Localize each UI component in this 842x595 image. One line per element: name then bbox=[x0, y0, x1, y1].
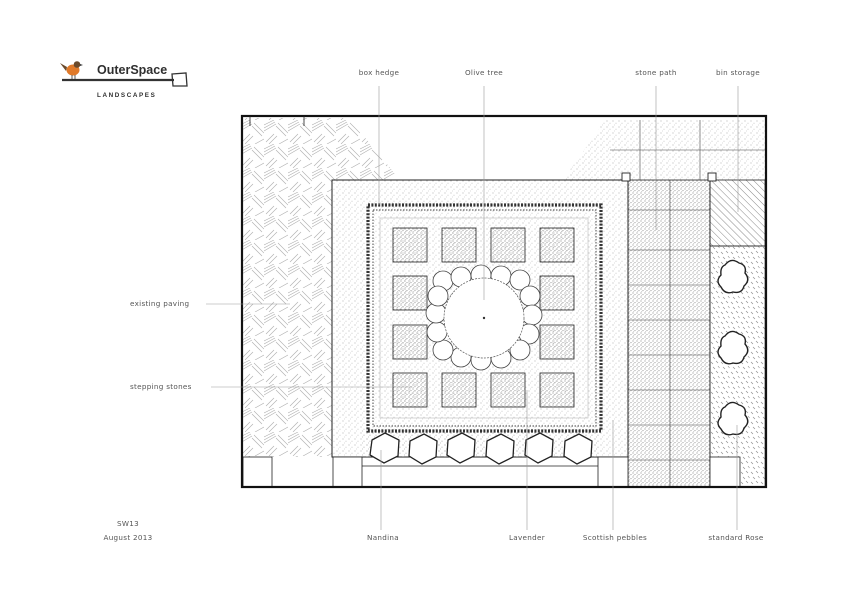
olive-tree bbox=[425, 264, 543, 371]
stepping-stone bbox=[392, 324, 428, 360]
rose-icon bbox=[717, 259, 749, 294]
nandina-shrub bbox=[524, 432, 554, 464]
label-box-hedge: box hedge bbox=[359, 68, 400, 77]
stepping-stone bbox=[441, 372, 477, 408]
robin-icon bbox=[60, 61, 83, 79]
spade-icon bbox=[62, 72, 188, 87]
stone-path-strip bbox=[627, 179, 711, 488]
existing-paving-area bbox=[243, 118, 400, 457]
label-nandina: Nandina bbox=[367, 533, 399, 542]
label-stepping-stones: stepping stones bbox=[130, 382, 192, 391]
label-standard-rose: standard Rose bbox=[708, 533, 764, 542]
step-mid bbox=[332, 456, 363, 488]
standard-roses bbox=[717, 259, 749, 436]
step-far-right bbox=[709, 456, 741, 488]
rose-icon bbox=[717, 330, 749, 365]
step-left bbox=[242, 456, 273, 488]
front-bed bbox=[362, 430, 600, 457]
stepping-stone bbox=[392, 372, 428, 408]
brand-tagline: LANDSCAPES bbox=[97, 92, 156, 99]
stepping-stone bbox=[539, 324, 575, 360]
label-olive-tree: Olive tree bbox=[465, 68, 503, 77]
nandina-shrubs bbox=[369, 432, 593, 465]
label-lavender: Lavender bbox=[509, 533, 545, 542]
label-existing-paving: existing paving bbox=[130, 299, 189, 308]
nandina-shrub bbox=[563, 433, 593, 465]
bin-storage-area bbox=[709, 179, 766, 247]
nandina-shrub bbox=[485, 433, 515, 465]
labels: box hedge Olive tree stone path bin stor… bbox=[103, 68, 763, 542]
stepping-stone bbox=[539, 275, 575, 311]
stepping-stone bbox=[490, 372, 526, 408]
nandina-shrub bbox=[369, 432, 400, 464]
logo: OuterSpace LANDSCAPES bbox=[60, 61, 188, 99]
stepping-stone bbox=[392, 275, 428, 311]
brand-name: OuterSpace bbox=[97, 63, 167, 77]
nandina-shrub bbox=[408, 433, 438, 465]
plan-drawing bbox=[240, 114, 768, 489]
label-scottish-pebbles: Scottish pebbles bbox=[583, 533, 647, 542]
stepping-stone bbox=[539, 227, 575, 263]
box-hedge bbox=[366, 203, 603, 433]
rose-icon bbox=[717, 401, 749, 436]
stone-path-joints bbox=[610, 120, 765, 487]
nandina-shrub bbox=[446, 432, 476, 464]
drawing-ref: SW13 bbox=[117, 519, 139, 528]
stepping-stone bbox=[539, 372, 575, 408]
post bbox=[707, 172, 717, 182]
stepping-stones bbox=[392, 227, 575, 408]
leader-lines bbox=[206, 86, 739, 530]
stepping-stone bbox=[441, 227, 477, 263]
label-bin-storage: bin storage bbox=[716, 68, 760, 77]
stepping-stone bbox=[392, 227, 428, 263]
label-stone-path: stone path bbox=[635, 68, 677, 77]
post bbox=[621, 172, 631, 182]
garden-boundary bbox=[240, 114, 768, 489]
drawing-date: August 2013 bbox=[103, 533, 152, 542]
stepping-stone bbox=[490, 227, 526, 263]
